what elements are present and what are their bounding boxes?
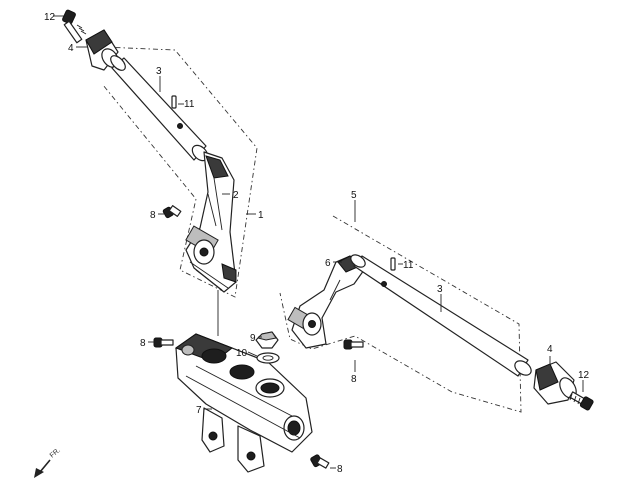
leader-lines: [53, 15, 584, 469]
handlebar-pipe-3-left: [110, 55, 209, 162]
pin-11-right: [390, 257, 396, 271]
callout-8-left-holder: 8: [150, 210, 156, 221]
bolt-8-bottom: [310, 454, 330, 469]
callout-8-bridge: 8: [140, 338, 146, 349]
callout-6: 6: [325, 258, 331, 269]
callout-10: 10: [236, 348, 248, 359]
nut-9: [255, 331, 279, 349]
top-bridge-7: [174, 333, 313, 473]
callout-11-right: 11: [403, 260, 414, 271]
bolt-12-top-left: [62, 9, 87, 44]
front-label: FR.: [49, 447, 62, 460]
callout-1: 1: [258, 210, 264, 221]
callout-12-top: 12: [44, 12, 56, 23]
callout-4-right: 4: [547, 344, 553, 355]
callout-8-right: 8: [351, 374, 357, 385]
callout-4-top: 4: [68, 43, 74, 54]
group-outline-left: [102, 46, 258, 298]
front-direction-arrow: FR.: [34, 447, 62, 478]
callout-2: 2: [233, 190, 239, 201]
callout-9: 9: [250, 333, 256, 344]
bolt-8-bridge-left: [153, 337, 174, 348]
callout-5: 5: [351, 190, 357, 201]
pin-11-left: [171, 95, 184, 109]
callout-11-left: 11: [184, 99, 195, 110]
callout-3-left: 3: [156, 66, 162, 77]
callout-8-bottom: 8: [337, 464, 343, 475]
bolt-12-bottom-right: [569, 391, 594, 411]
callout-7: 7: [196, 405, 202, 416]
callout-3-right: 3: [437, 284, 443, 295]
callout-12-right: 12: [578, 370, 590, 381]
handlebar-holder-2-left: [185, 151, 237, 293]
bolt-8-left-holder: [162, 205, 182, 219]
washer-10: [256, 352, 280, 364]
handlebar-holder-6-right: [287, 255, 365, 349]
handlebar-pipe-3-right: [350, 254, 532, 377]
callout-labels: 12 4 3 11 2 1 8 5 6 11 3 9 10 8 7 8 4 12…: [44, 12, 590, 475]
bolt-8-right-holder: [343, 339, 364, 350]
group-outline-right: [279, 215, 522, 413]
